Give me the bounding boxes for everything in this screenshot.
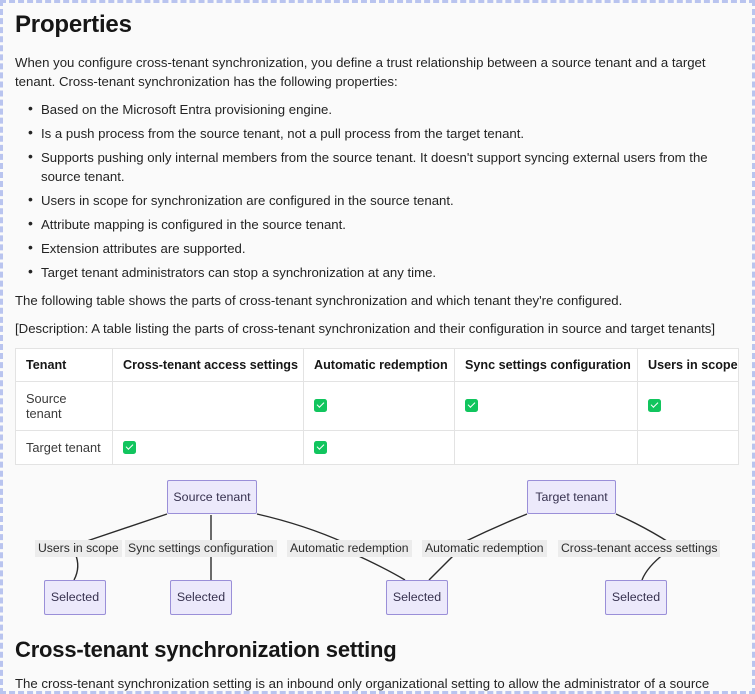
check-icon <box>648 399 661 413</box>
table-intro-paragraph: The following table shows the parts of c… <box>15 292 623 308</box>
table-description-note: [Description: A table listing the parts … <box>15 320 716 336</box>
diagram-edge-label-automatic-redemption-target: Automatic redemption <box>422 539 547 557</box>
cell-users-in-scope <box>637 429 739 465</box>
section-heading-cross-tenant-sync-setting: Cross-tenant synchronization setting <box>15 636 397 662</box>
properties-bullet-list: Based on the Microsoft Entra provisionin… <box>15 99 740 282</box>
page-title: Properties <box>15 11 132 38</box>
edge-source-to-users-in-scope <box>80 512 168 544</box>
edge-target-to-auto-redemption-2 <box>461 512 528 544</box>
list-item: Supports pushing only internal members f… <box>28 147 740 186</box>
edge-auto-redemption-2-to-selected <box>428 552 457 581</box>
check-icon <box>314 399 327 413</box>
cell-automatic-redemption <box>303 429 455 465</box>
column-header-sync-settings-configuration: Sync settings configuration <box>454 347 638 382</box>
edge-cross-tenant-access-to-selected <box>641 552 666 580</box>
column-header-automatic-redemption: Automatic redemption <box>303 347 455 382</box>
edge-auto-redemption-to-selected <box>351 551 406 581</box>
diagram-edge-label-users-in-scope: Users in scope <box>35 539 122 557</box>
cell-users-in-scope <box>637 380 739 431</box>
column-header-cross-tenant-access-settings: Cross-tenant access settings <box>112 347 304 382</box>
cell-cross-tenant-access-settings <box>112 429 304 465</box>
edge-users-in-scope-to-selected <box>73 552 79 580</box>
column-header-users-in-scope: Users in scope <box>637 347 739 382</box>
cell-tenant-name: Source tenant <box>15 380 113 431</box>
list-item: Users in scope for synchronization are c… <box>28 190 740 210</box>
table-header-row: Tenant Cross-tenant access settings Auto… <box>15 347 739 382</box>
diagram-node-source-tenant[interactable]: Source tenant <box>167 479 257 514</box>
diagram-edge-label-automatic-redemption-source: Automatic redemption <box>287 539 412 557</box>
parts-table: Tenant Cross-tenant access settings Auto… <box>15 347 739 465</box>
list-item: Attribute mapping is configured in the s… <box>28 214 740 234</box>
list-item: Target tenant administrators can stop a … <box>28 262 740 282</box>
diagram-node-selected-users-in-scope[interactable]: Selected <box>44 579 106 615</box>
check-icon <box>465 399 478 413</box>
column-header-tenant: Tenant <box>15 347 113 382</box>
diagram-node-selected-sync-settings[interactable]: Selected <box>170 579 232 615</box>
diagram-node-target-tenant[interactable]: Target tenant <box>527 479 616 514</box>
tenant-configuration-diagram: Source tenant Target tenant Users in sco… <box>15 474 738 623</box>
list-item: Is a push process from the source tenant… <box>28 123 740 143</box>
edge-target-to-cross-tenant-access <box>615 512 671 544</box>
cell-sync-settings-configuration <box>454 380 638 431</box>
diagram-node-selected-automatic-redemption[interactable]: Selected <box>386 579 448 615</box>
diagram-node-selected-cross-tenant-access[interactable]: Selected <box>605 579 667 615</box>
diagram-edge-label-sync-settings-configuration: Sync settings configuration <box>125 539 277 557</box>
table-row: Source tenant <box>15 380 739 431</box>
cell-cross-tenant-access-settings <box>112 380 304 431</box>
list-item: Extension attributes are supported. <box>28 238 740 258</box>
closing-paragraph: The cross-tenant synchronization setting… <box>15 675 710 691</box>
check-icon <box>123 440 136 454</box>
check-icon <box>314 440 327 454</box>
list-item: Based on the Microsoft Entra provisionin… <box>28 99 740 119</box>
intro-paragraph: When you configure cross-tenant synchron… <box>15 54 706 89</box>
cell-automatic-redemption <box>303 380 455 431</box>
cell-tenant-name: Target tenant <box>15 429 113 465</box>
edge-source-to-auto-redemption <box>256 512 346 544</box>
diagram-edge-label-cross-tenant-access-settings: Cross-tenant access settings <box>558 539 721 557</box>
cell-sync-settings-configuration <box>454 429 638 465</box>
table-row: Target tenant <box>15 429 739 465</box>
